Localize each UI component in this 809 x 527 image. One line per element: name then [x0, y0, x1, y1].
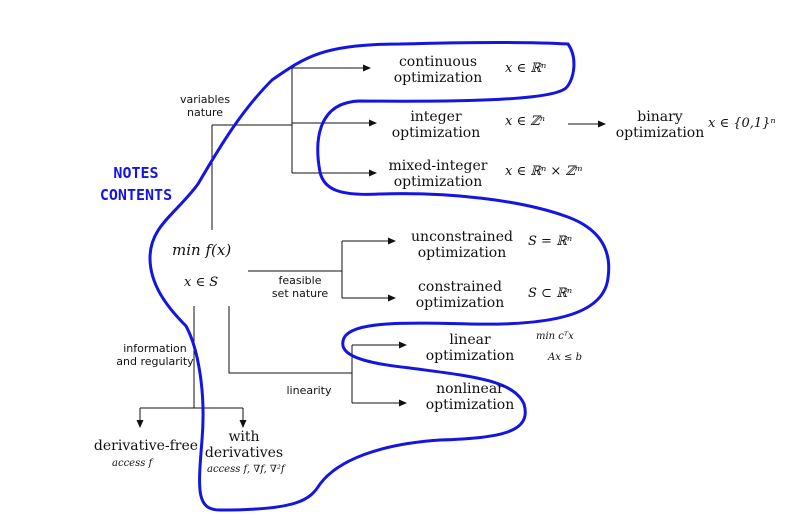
node-derivative-free: derivative-free	[93, 438, 199, 454]
constrained-math: S ⊂ ℝⁿ	[528, 286, 573, 301]
linear-line-1: linear	[449, 332, 491, 348]
node-unconstrained-optimization: unconstrained optimization	[411, 229, 513, 261]
continuous-math: x ∈ ℝⁿ	[505, 61, 547, 76]
variables-nature-label: variables nature	[179, 93, 231, 119]
annotation-loop	[148, 41, 611, 512]
variables-nature-line-2: nature	[186, 105, 224, 119]
node-integer-optimization: integer optimization	[392, 109, 481, 141]
derivative-free-access: access f	[112, 458, 153, 469]
constrained-line-2: optimization	[415, 295, 505, 312]
with-derivatives-access: access f, ∇f, ∇²f	[207, 464, 285, 475]
continuous-line-2: optimization	[393, 70, 483, 87]
integer-line-1: integer	[410, 109, 462, 125]
integer-math: x ∈ ℤⁿ	[505, 114, 545, 129]
notes-line-2: CONTENTS	[99, 185, 173, 204]
with-derivatives-line-2: derivatives	[204, 445, 284, 462]
node-mixed-integer-optimization: mixed-integer optimization	[389, 158, 488, 190]
feasible-line-1: feasible	[278, 274, 322, 287]
linearity-label: linearity	[286, 384, 332, 397]
unconstrained-line-2: optimization	[417, 245, 507, 262]
node-linear-optimization: linear optimization	[426, 332, 515, 364]
linear-math-objective: min cᵀx	[536, 331, 574, 342]
node-binary-optimization: binary optimization	[616, 109, 705, 141]
feasible-set-nature-label: feasible set nature	[271, 274, 329, 300]
variables-nature-line-1: variables	[179, 93, 231, 106]
node-continuous-optimization: continuous optimization	[394, 54, 483, 86]
continuous-line-1: continuous	[398, 54, 478, 70]
information-regularity-label: information and regularity	[116, 342, 194, 368]
nonlinear-line-1: nonlinear	[436, 381, 504, 397]
mixed-integer-math: x ∈ ℝⁿ × ℤᵐ	[505, 164, 583, 179]
node-with-derivatives: with derivatives	[205, 429, 283, 461]
notes-contents-label: NOTES CONTENTS	[100, 163, 172, 207]
with-derivatives-line-1: with	[228, 429, 260, 445]
binary-line-1: binary	[637, 109, 683, 125]
linear-math-constraint: Ax ≤ b	[548, 352, 582, 363]
binary-line-2: optimization	[615, 125, 705, 142]
mixed-integer-line-1: mixed-integer	[388, 158, 488, 174]
nonlinear-line-2: optimization	[425, 397, 515, 414]
information-line-2: and regularity	[116, 354, 194, 368]
mixed-integer-line-2: optimization	[393, 174, 483, 191]
notes-line-1: NOTES	[113, 164, 159, 182]
linear-line-2: optimization	[425, 348, 515, 365]
root-objective: min f(x)	[172, 241, 232, 259]
integer-line-2: optimization	[391, 125, 481, 142]
root-constraint: x ∈ S	[184, 275, 219, 290]
node-nonlinear-optimization: nonlinear optimization	[426, 381, 515, 413]
information-line-1: information	[123, 342, 187, 355]
node-constrained-optimization: constrained optimization	[416, 279, 505, 311]
unconstrained-math: S = ℝⁿ	[528, 234, 573, 249]
edge-root-to-linearity	[228, 306, 352, 374]
unconstrained-line-1: unconstrained	[411, 229, 513, 245]
binary-math: x ∈ {0,1}ⁿ	[708, 116, 776, 131]
feasible-line-2: set nature	[271, 286, 329, 300]
constrained-line-1: constrained	[418, 279, 502, 295]
